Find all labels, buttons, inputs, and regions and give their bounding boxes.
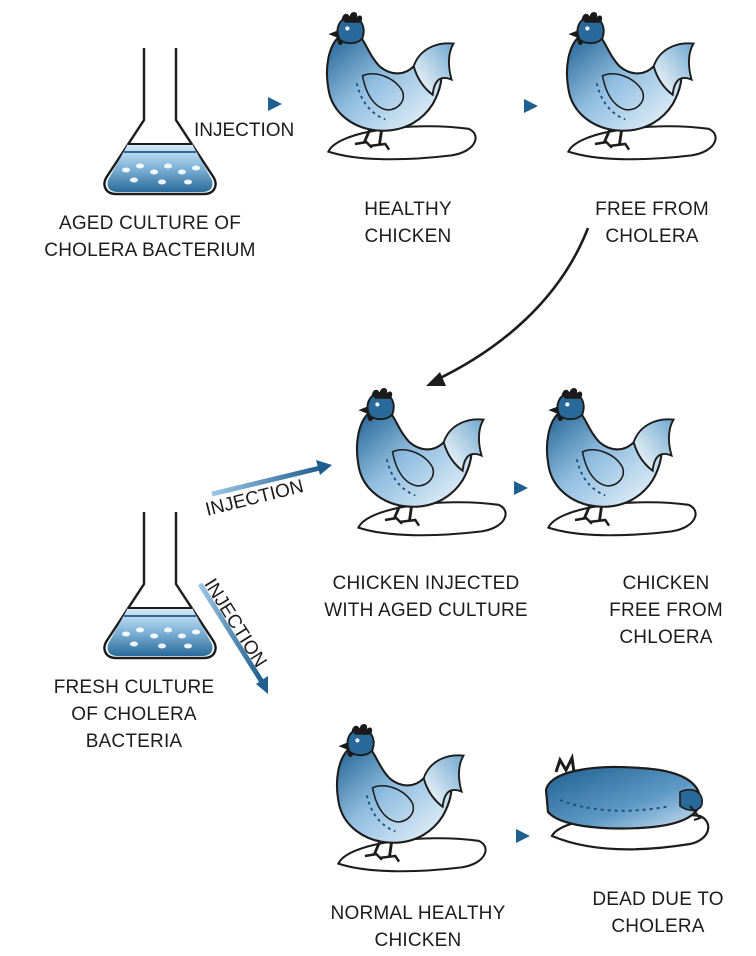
label-dead-due-to-cholera: DEAD DUE TO CHOLERA — [592, 886, 723, 940]
label-aged-culture: AGED CULTURE OF CHOLERA BACTERIUM — [44, 210, 255, 264]
label-healthy-chicken-line2: CHICKEN — [364, 223, 452, 250]
label-fresh-culture-line1: FRESH CULTURE — [54, 674, 215, 701]
chicken-icon-healthy — [327, 12, 476, 159]
label-normal-healthy-line2: CHICKEN — [331, 927, 506, 954]
label-healthy-chicken: HEALTHY CHICKEN — [364, 196, 452, 250]
arrow-icon-normal-to-dead — [486, 829, 530, 843]
injection-label-top: INJECTION — [194, 120, 294, 142]
arrow-icon-healthy-to-free — [462, 99, 538, 113]
label-aged-culture-line1: AGED CULTURE OF — [44, 210, 255, 237]
label-normal-healthy-line1: NORMAL HEALTHY — [331, 900, 506, 927]
label-free-from-cholera-line2: CHOLERA — [595, 223, 709, 250]
label-chicken-free-line3: CHLOERA — [609, 624, 723, 651]
label-fresh-culture: FRESH CULTURE OF CHOLERA BACTERIA — [54, 674, 215, 755]
label-chicken-free-from-chloera: CHICKEN FREE FROM CHLOERA — [609, 570, 723, 651]
dead-chicken-icon — [546, 758, 708, 849]
label-aged-culture-line2: CHOLERA BACTERIUM — [44, 237, 255, 264]
label-dead-line1: DEAD DUE TO — [592, 886, 723, 913]
label-free-from-cholera-line1: FREE FROM — [595, 196, 709, 223]
chicken-icon-free-top — [567, 12, 716, 159]
chicken-icon-free-middle — [547, 388, 696, 535]
arrow-icon-flask-to-healthy — [202, 97, 282, 111]
arrow-icon-free-to-injected — [426, 228, 588, 386]
chicken-icon-injected-aged — [357, 388, 506, 535]
label-chicken-injected-aged: CHICKEN INJECTED WITH AGED CULTURE — [324, 570, 528, 624]
label-chicken-injected-aged-line1: CHICKEN INJECTED — [324, 570, 528, 597]
label-chicken-free-line1: CHICKEN — [609, 570, 723, 597]
label-free-from-cholera: FREE FROM CHOLERA — [595, 196, 709, 250]
chicken-icon-normal — [337, 724, 486, 871]
label-healthy-chicken-line1: HEALTHY — [364, 196, 452, 223]
label-chicken-free-line2: FREE FROM — [609, 597, 723, 624]
label-chicken-injected-aged-line2: WITH AGED CULTURE — [324, 597, 528, 624]
label-dead-line2: CHOLERA — [592, 913, 723, 940]
label-fresh-culture-line2: OF CHOLERA — [54, 701, 215, 728]
arrow-icon-injected-to-free — [486, 481, 528, 495]
label-fresh-culture-line3: BACTERIA — [54, 728, 215, 755]
label-normal-healthy-chicken: NORMAL HEALTHY CHICKEN — [331, 900, 506, 954]
